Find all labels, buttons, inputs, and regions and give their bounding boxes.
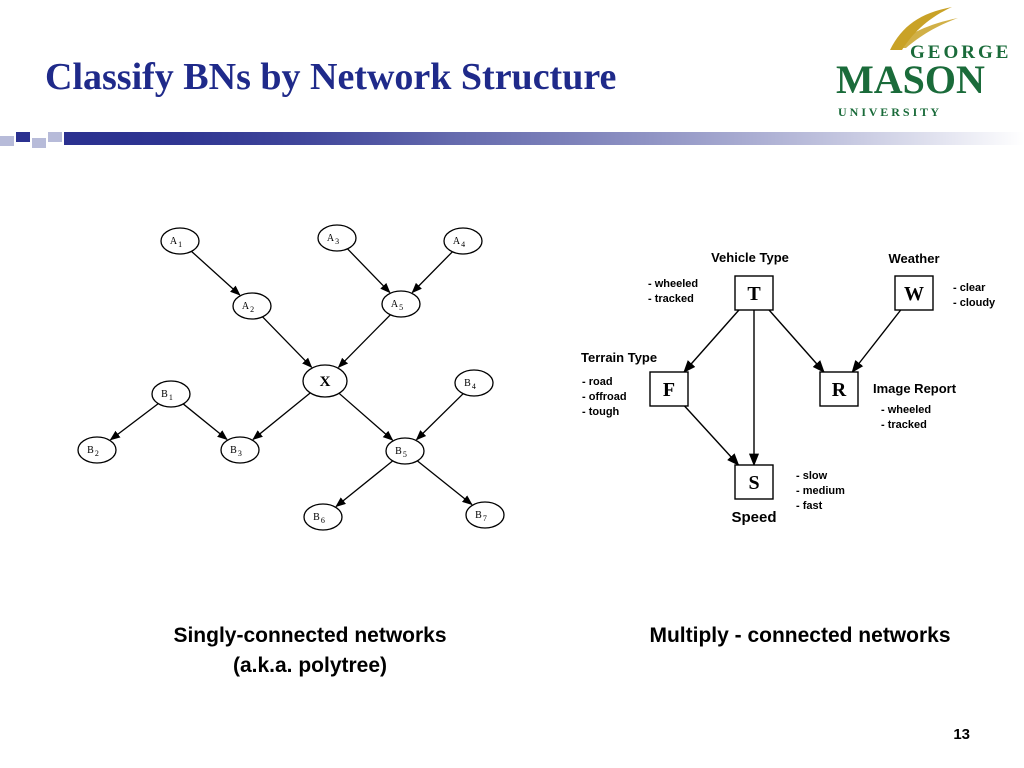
- polytree-node-A4: A4: [443, 227, 483, 255]
- polytree-node-B2: B2: [77, 436, 117, 464]
- polytree-node-B6: B6: [303, 503, 343, 531]
- polytree-node-A3: A3: [317, 224, 357, 252]
- multiply-node-state-R: - wheeled: [881, 404, 931, 416]
- multiply-node-letter-S: S: [748, 472, 759, 494]
- multiply-edge-W-R: [851, 309, 902, 373]
- polytree-node-label-X: X: [320, 374, 331, 390]
- polytree-node-label-B2: B2: [87, 445, 99, 458]
- multiply-node-state-F: - offroad: [582, 391, 627, 403]
- polytree-node-B7: B7: [465, 501, 505, 529]
- multiply-node-name-R: Image Report: [873, 381, 957, 396]
- polytree-node-label-B7: B7: [475, 510, 487, 523]
- polytree-node-label-A4: A4: [453, 236, 465, 249]
- logo-george: GEORGE: [910, 42, 1011, 63]
- polytree-node-label-A2: A2: [242, 301, 254, 314]
- polytree-edges: [109, 248, 473, 508]
- multiply-node-state-S: - slow: [796, 470, 828, 482]
- polytree-edge-A3-A5: [347, 248, 391, 294]
- multiply-node-state-T: - wheeled: [648, 278, 698, 290]
- logo-university: U N I V E R S I T Y: [838, 105, 939, 119]
- multiply-node-state-S: - fast: [796, 500, 823, 512]
- multiply-node-state-F: - road: [582, 376, 613, 388]
- polytree-edge-A1-A2: [191, 250, 241, 296]
- polytree-node-X: X: [302, 364, 348, 398]
- polytree-node-label-A1: A1: [170, 236, 182, 249]
- multiply-node-W: W Weather - clear - cloudy: [888, 251, 996, 311]
- polytree-node-label-A3: A3: [327, 233, 339, 246]
- polytree-edge-B5-B6: [335, 460, 394, 508]
- polytree-edge-A2-X: [262, 316, 313, 368]
- polytree-caption-line1: Singly-connected networks: [173, 624, 447, 647]
- polytree-node-label-B3: B3: [230, 445, 242, 458]
- logo-mason: MASON: [836, 57, 985, 102]
- polytree-caption: Singly-connected networks (a.k.a. polytr…: [120, 621, 500, 681]
- multiply-connected-diagram: T Vehicle Type - wheeled - tracked W Weather -…: [581, 250, 996, 526]
- polytree-node-B5: B5: [385, 437, 425, 465]
- polytree-node-label-B5: B5: [395, 446, 407, 459]
- multiply-node-name-W: Weather: [888, 251, 939, 266]
- polytree-edge-A4-A5: [411, 251, 453, 294]
- polytree-edge-B4-B5: [415, 393, 464, 441]
- multiply-node-state-R: - tracked: [881, 419, 927, 431]
- slide-title: Classify BNs by Network Structure: [45, 56, 617, 98]
- page-number: 13: [953, 726, 970, 743]
- polytree-edge-B5-B7: [416, 460, 473, 506]
- multiply-caption: Multiply - connected networks: [649, 624, 951, 647]
- multiply-edge-F-S: [684, 405, 740, 466]
- multiply-node-name-S: Speed: [731, 509, 776, 526]
- polytree-node-A1: A1: [160, 227, 200, 255]
- polytree-node-label-A5: A5: [391, 299, 403, 312]
- multiply-edge-T-R: [768, 309, 825, 373]
- polytree-edge-B1-B2: [109, 403, 159, 441]
- multiply-node-F: F Terrain Type - road - offroad - tough: [581, 350, 689, 418]
- multiply-node-T: T Vehicle Type - wheeled - tracked: [648, 250, 789, 311]
- polytree-edge-A5-X: [337, 314, 391, 369]
- polytree-node-A5: A5: [381, 290, 421, 318]
- multiply-node-state-W: - clear: [953, 282, 986, 294]
- multiply-node-name-F: Terrain Type: [581, 350, 657, 365]
- multiply-node-letter-T: T: [747, 283, 761, 305]
- polytree-node-A2: A2: [232, 292, 272, 320]
- polytree-node-B4: B4: [454, 369, 494, 397]
- title-underline-bar: [0, 132, 1024, 148]
- polytree-edge-B1-B3: [182, 403, 228, 441]
- multiply-edges: [683, 309, 902, 467]
- polytree-node-label-B1: B1: [161, 389, 173, 402]
- multiply-node-S: S Speed - slow - medium - fast: [731, 464, 845, 526]
- university-logo: GEORGE MASON U N I V E R S I T Y: [836, 7, 1011, 119]
- polytree-edge-X-B5: [338, 392, 394, 441]
- polytree-node-label-B6: B6: [313, 512, 325, 525]
- polytree-node-B3: B3: [220, 436, 260, 464]
- multiply-node-R: R Image Report - wheeled - tracked: [819, 371, 957, 431]
- polytree-caption-line2: (a.k.a. polytree): [232, 654, 388, 677]
- polytree-edge-X-B3: [252, 392, 311, 441]
- multiply-node-state-W: - cloudy: [953, 297, 996, 309]
- polytree-node-B1: B1: [151, 380, 191, 408]
- multiply-node-name-T: Vehicle Type: [711, 250, 789, 265]
- multiply-node-letter-R: R: [832, 379, 847, 401]
- multiply-node-state-F: - tough: [582, 406, 620, 418]
- multiply-node-state-S: - medium: [796, 485, 845, 497]
- multiply-edge-T-F: [683, 309, 740, 373]
- multiply-node-letter-F: F: [663, 379, 675, 401]
- multiply-node-letter-W: W: [904, 283, 924, 305]
- polytree-node-label-B4: B4: [464, 378, 476, 391]
- multiply-nodes: T Vehicle Type - wheeled - tracked W Weather -…: [581, 250, 996, 526]
- multiply-node-state-T: - tracked: [648, 293, 694, 305]
